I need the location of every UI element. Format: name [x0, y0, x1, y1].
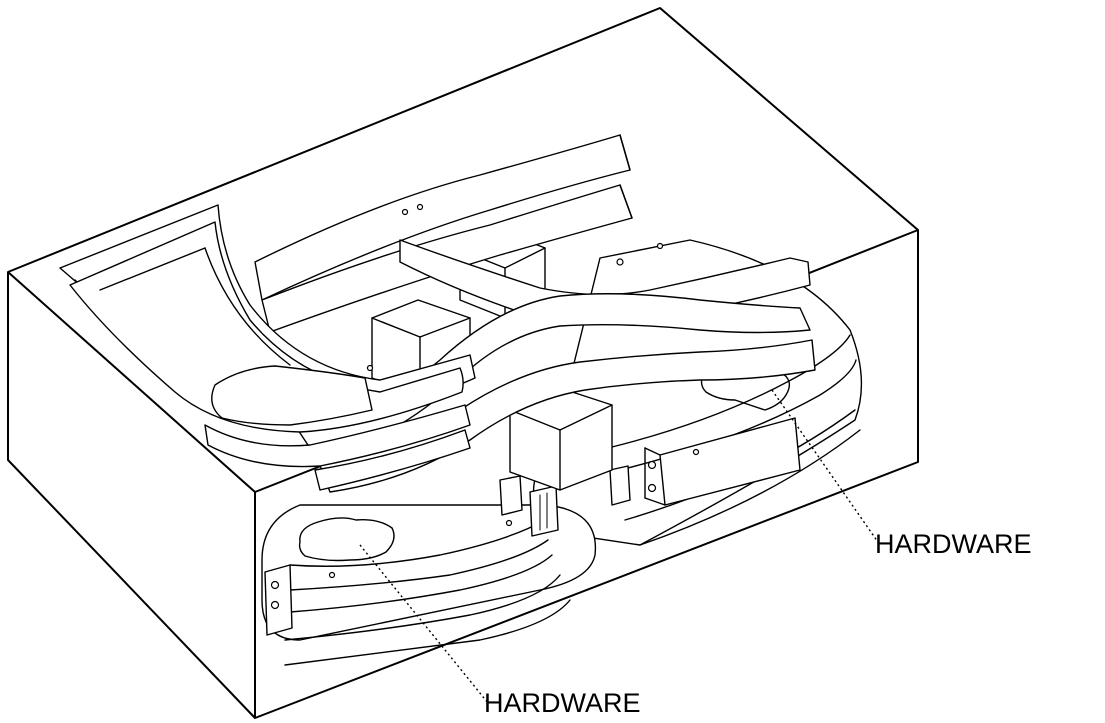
- seat-cradle: [59, 204, 476, 491]
- hardware-label-right: HARDWARE: [875, 529, 1032, 559]
- leader-line-bottom: [359, 544, 489, 704]
- hardware-label-bottom: HARDWARE: [484, 688, 641, 718]
- leader-line-right: [771, 389, 881, 546]
- leader-lines: [359, 389, 881, 704]
- left-cushion: [261, 475, 597, 666]
